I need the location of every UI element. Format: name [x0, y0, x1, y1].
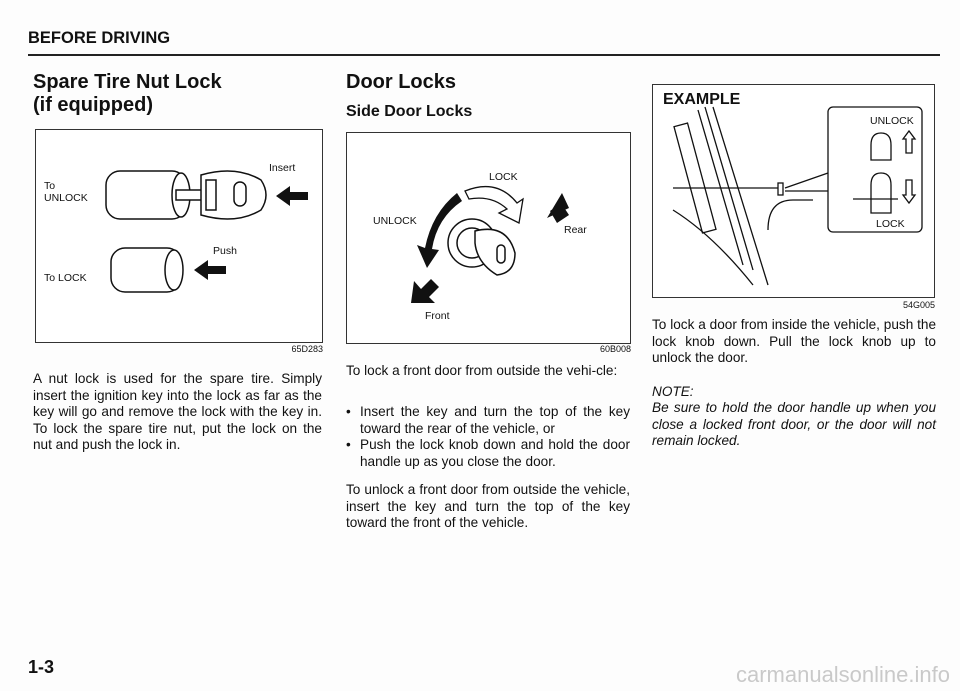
- door-knob-illustration: [672, 106, 923, 286]
- side-door-figure: LOCK UNLOCK Rear Front: [346, 132, 631, 344]
- section-header: BEFORE DRIVING: [28, 29, 171, 47]
- nut-lock-illustration: [105, 170, 308, 293]
- insert-label: Insert: [269, 162, 296, 174]
- lock-arrow-icon: [464, 185, 524, 224]
- list-item: Push the lock knob down and hold the doo…: [346, 437, 630, 470]
- to-lock-label: To LOCK: [44, 272, 87, 284]
- page-number: 1-3: [28, 657, 55, 677]
- inside-lock-text: To lock a door from inside the vehicle, …: [652, 317, 936, 366]
- spare-tire-title: Spare Tire Nut Lock(if equipped): [33, 71, 222, 117]
- example-label: EXAMPLE: [663, 91, 741, 108]
- push-arrow-icon: [194, 260, 226, 280]
- note-text: Be sure to hold the door handle up when …: [652, 400, 936, 449]
- list-item: Insert the key and turn the top of the k…: [346, 404, 630, 437]
- door-locks-title: Door Locks: [346, 71, 457, 93]
- lock-steps-list: Insert the key and turn the top of the k…: [346, 404, 630, 470]
- key-turn-illustration: [411, 185, 569, 303]
- watermark: carmanualsonline.info: [735, 662, 950, 687]
- inside-lock-figure: EXAMPLE UNLOCK LOCK: [652, 84, 935, 298]
- side-door-locks-subtitle: Side Door Locks: [346, 103, 473, 120]
- unlock-label: UNLOCK: [870, 115, 914, 127]
- front-label: Front: [425, 310, 450, 322]
- title-line-1: Spare Tire Nut Lock: [33, 71, 222, 93]
- push-label: Push: [213, 245, 237, 257]
- knob-arrows-icon: [901, 129, 917, 205]
- front-arrow-icon: [411, 279, 439, 303]
- lock-outside-intro: To lock a front door from outside the ve…: [346, 363, 618, 378]
- rear-arrow-icon: [547, 193, 569, 223]
- unlock-arrow-icon: [417, 193, 462, 268]
- figure-code: 60B008: [599, 344, 631, 354]
- unlock-label: UNLOCK: [373, 215, 417, 227]
- spare-tire-body: A nut lock is used for the spare tire. S…: [33, 371, 322, 453]
- figure-code: 54G005: [902, 300, 935, 310]
- note-label: NOTE:: [652, 384, 694, 399]
- header-rule: [28, 54, 940, 56]
- figure-code: 65D283: [291, 344, 323, 354]
- unlock-outside-text: To unlock a front door from outside the …: [346, 482, 630, 531]
- lock-label: LOCK: [876, 218, 905, 230]
- lock-label: LOCK: [489, 171, 518, 183]
- insert-arrow-icon: [276, 186, 308, 206]
- rear-label: Rear: [564, 224, 587, 236]
- title-line-2: (if equipped): [33, 94, 153, 116]
